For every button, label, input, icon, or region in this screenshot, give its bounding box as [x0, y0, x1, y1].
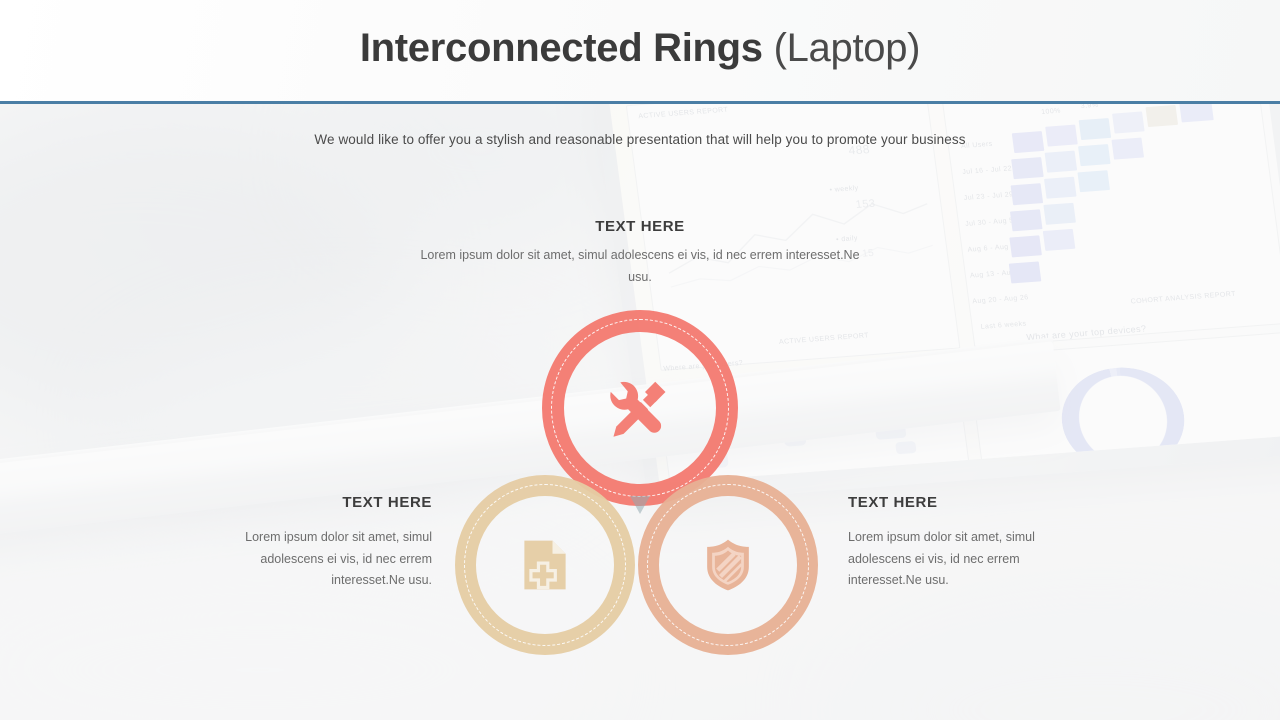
text-block-right-heading: TEXT HERE	[848, 494, 938, 511]
text-block-right: TEXT HERE Lorem ipsum dolor sit amet, si…	[848, 494, 1084, 592]
slide-subtitle: We would like to offer you a stylish and…	[314, 132, 966, 147]
page-title-main: Interconnected Rings	[359, 26, 763, 70]
ring-bottom-right[interactable]	[638, 475, 818, 655]
slide-header: Interconnected Rings (Laptop)	[0, 0, 1280, 104]
page-title-suffix: (Laptop)	[773, 26, 921, 70]
text-block-right-body: Lorem ipsum dolor sit amet, simul adoles…	[848, 530, 1035, 587]
shield-icon	[707, 539, 749, 591]
ring-bottom-left-dashed-outline	[464, 484, 626, 646]
text-block-top-heading: TEXT HERE	[595, 218, 685, 235]
text-block-top: TEXT HERE Lorem ipsum dolor sit amet, si…	[420, 218, 860, 288]
header-divider-rule	[0, 101, 1280, 104]
text-block-left-heading: TEXT HERE	[342, 494, 432, 511]
text-block-top-body: Lorem ipsum dolor sit amet, simul adoles…	[420, 248, 860, 284]
text-block-left: TEXT HERE Lorem ipsum dolor sit amet, si…	[196, 494, 432, 592]
page-title: Interconnected Rings (Laptop)	[0, 26, 1280, 70]
ring-bottom-right-dashed-outline	[647, 484, 809, 646]
add-document-icon	[524, 540, 566, 590]
ring-bottom-left[interactable]	[455, 475, 635, 655]
text-block-left-body: Lorem ipsum dolor sit amet, simul adoles…	[245, 530, 432, 587]
tools-icon	[610, 381, 666, 437]
